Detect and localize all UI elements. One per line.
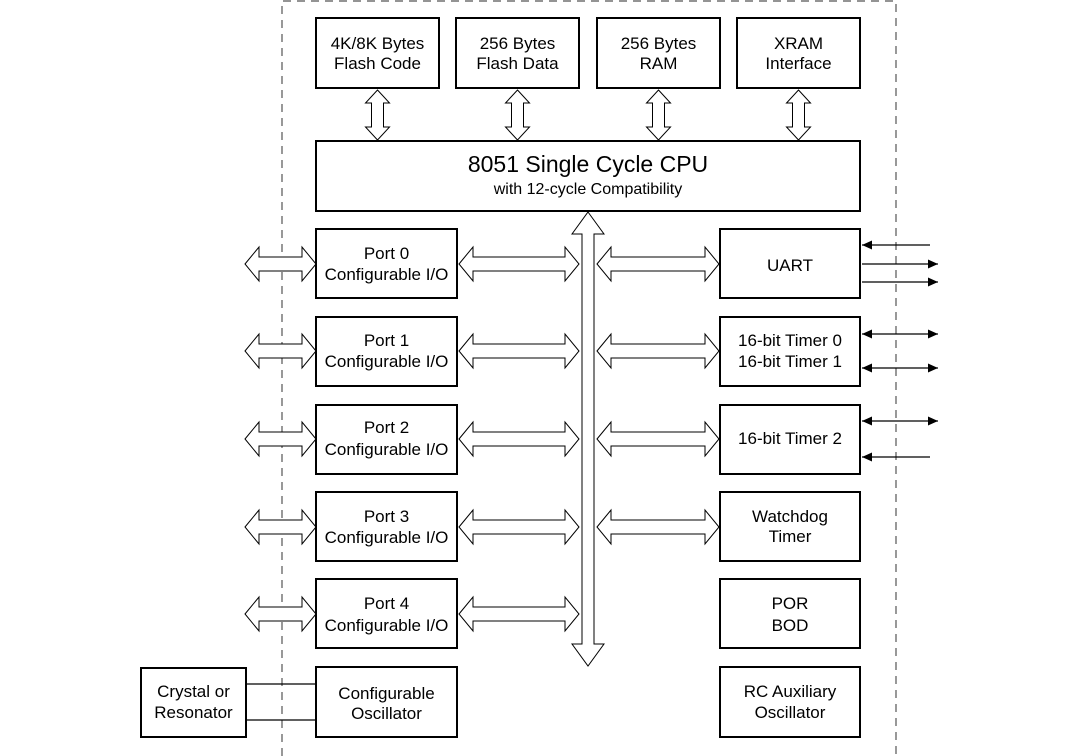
flash-data-cpu-arrow xyxy=(504,89,531,141)
uart-label: UART xyxy=(767,256,813,275)
port0-label-2: Configurable I/O xyxy=(325,265,449,284)
crystal-block: Crystal or Resonator xyxy=(140,667,247,738)
timer0-label: 16-bit Timer 0 xyxy=(738,331,842,350)
ram-label-2: RAM xyxy=(640,54,678,73)
uart-rx-line-head-left xyxy=(862,240,872,250)
port4-label-1: Port 4 xyxy=(364,594,409,613)
timer2-line-2-head-left xyxy=(862,452,872,462)
timer0-line-head-right xyxy=(928,329,938,339)
rc-oscillator-block: RC Auxiliary Oscillator xyxy=(719,666,861,738)
internal-bus-arrow xyxy=(571,211,605,667)
watchdog-block: Watchdog Timer xyxy=(719,491,861,562)
por-label: POR xyxy=(772,594,809,613)
port1-bus-arrow xyxy=(458,332,580,370)
oscillator-label-1: Configurable xyxy=(338,684,434,703)
uart-bus-arrow xyxy=(596,245,720,283)
port1-label-1: Port 1 xyxy=(364,331,409,350)
bod-label: BOD xyxy=(772,616,809,635)
watchdog-label-1: Watchdog xyxy=(752,507,828,526)
ram-cpu-arrow xyxy=(645,89,672,141)
xram-cpu-arrow xyxy=(785,89,812,141)
cpu-block: 8051 Single Cycle CPU with 12-cycle Comp… xyxy=(315,140,861,212)
xram-interface-block: XRAM Interface xyxy=(736,17,861,89)
port3-bus-arrow xyxy=(458,508,580,546)
port2-external-arrow xyxy=(244,420,317,458)
port4-label-2: Configurable I/O xyxy=(325,616,449,635)
port0-bus-arrow xyxy=(458,245,580,283)
rc-osc-label-1: RC Auxiliary xyxy=(744,682,837,701)
oscillator-block: Configurable Oscillator xyxy=(315,666,458,738)
uart-block: UART xyxy=(719,228,861,299)
timer01-block: 16-bit Timer 0 16-bit Timer 1 xyxy=(719,316,861,387)
port1-external-arrow xyxy=(244,332,317,370)
flash-code-block: 4K/8K Bytes Flash Code xyxy=(315,17,440,89)
watchdog-bus-arrow xyxy=(596,508,720,546)
port4-external-arrow xyxy=(244,595,317,633)
timer1-label: 16-bit Timer 1 xyxy=(738,352,842,371)
watchdog-label-2: Timer xyxy=(769,527,812,546)
rc-osc-label-2: Oscillator xyxy=(755,703,826,722)
cpu-title: 8051 Single Cycle CPU xyxy=(468,151,708,177)
flash-data-block: 256 Bytes Flash Data xyxy=(455,17,580,89)
connectors xyxy=(244,89,938,721)
port0-block: Port 0 Configurable I/O xyxy=(315,228,458,299)
flash-data-label-2: Flash Data xyxy=(476,54,559,73)
port0-label-1: Port 0 xyxy=(364,244,409,263)
timer1-line-head-right xyxy=(928,363,938,373)
flash-code-cpu-arrow xyxy=(364,89,391,141)
oscillator-label-2: Oscillator xyxy=(351,704,422,723)
timer2-line-1-head-right xyxy=(928,416,938,426)
port2-bus-arrow xyxy=(458,420,580,458)
flash-data-label-1: 256 Bytes xyxy=(480,34,556,53)
ram-block: 256 Bytes RAM xyxy=(596,17,721,89)
crystal-label-2: Resonator xyxy=(154,703,233,722)
timer2-block: 16-bit Timer 2 xyxy=(719,404,861,475)
timer01-bus-arrow xyxy=(596,332,720,370)
port1-label-2: Configurable I/O xyxy=(325,352,449,371)
port3-block: Port 3 Configurable I/O xyxy=(315,491,458,562)
cpu-subtitle: with 12-cycle Compatibility xyxy=(493,181,683,198)
flash-code-label-1: 4K/8K Bytes xyxy=(331,34,425,53)
port4-bus-arrow xyxy=(458,595,580,633)
flash-code-label-2: Flash Code xyxy=(334,54,421,73)
uart-tx-line-head-right xyxy=(928,259,938,269)
port1-block: Port 1 Configurable I/O xyxy=(315,316,458,387)
xram-label-2: Interface xyxy=(765,54,831,73)
crystal-label-1: Crystal or xyxy=(157,682,230,701)
timer2-label: 16-bit Timer 2 xyxy=(738,429,842,448)
ram-label-1: 256 Bytes xyxy=(621,34,697,53)
timer2-line-1-head-left xyxy=(862,416,872,426)
timer0-line-head-left xyxy=(862,329,872,339)
port2-block: Port 2 Configurable I/O xyxy=(315,404,458,475)
xram-label-1: XRAM xyxy=(774,34,823,53)
port4-block: Port 4 Configurable I/O xyxy=(315,578,458,649)
timer2-bus-arrow xyxy=(596,420,720,458)
port3-label-1: Port 3 xyxy=(364,507,409,526)
timer1-line-head-left xyxy=(862,363,872,373)
port3-label-2: Configurable I/O xyxy=(325,528,449,547)
port2-label-1: Port 2 xyxy=(364,418,409,437)
uart-extra-line-head-right xyxy=(928,277,938,287)
port3-external-arrow xyxy=(244,508,317,546)
por-bod-block: POR BOD xyxy=(719,578,861,649)
port0-external-arrow xyxy=(244,245,317,283)
port2-label-2: Configurable I/O xyxy=(325,440,449,459)
